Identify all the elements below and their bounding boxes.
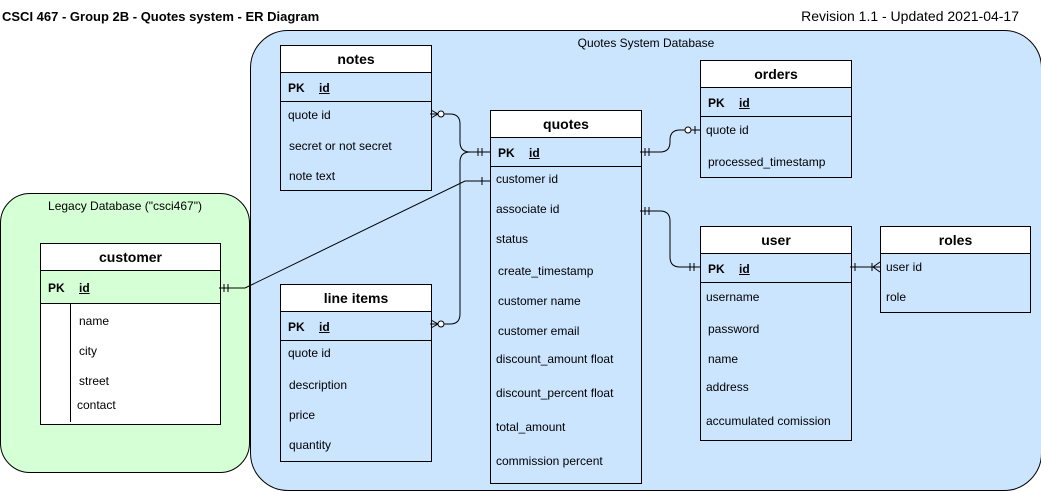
user-field: name — [708, 352, 739, 366]
quotes-field: commission percent — [496, 454, 603, 468]
customer-column-divider — [70, 304, 71, 422]
relation-quotes-orders — [640, 129, 700, 153]
user-field: accumulated comission — [706, 414, 831, 428]
entity-roles-title: roles — [881, 227, 1030, 254]
entity-customer-title: customer — [41, 244, 220, 271]
revision-label: Revision 1.1 - Updated 2021-04-17 — [801, 8, 1019, 24]
orders-field: processed_timestamp — [708, 155, 826, 169]
entity-line-items-pk-row: PK id — [281, 312, 431, 341]
entity-user-pk-row: PK id — [701, 254, 851, 283]
quotes-field: customer name — [498, 294, 581, 308]
legacy-database-label: Legacy Database ("csci467") — [48, 199, 202, 213]
pk-label: PK — [48, 281, 65, 295]
orders-pk-field: id — [739, 96, 750, 110]
pk-label: PK — [288, 320, 305, 334]
quotes-field: status — [496, 232, 529, 246]
roles-field: user id — [886, 260, 923, 274]
line-items-field: quantity — [289, 438, 332, 452]
entity-user[interactable]: user PK id username password name addres… — [700, 226, 852, 441]
line-items-field: price — [289, 408, 316, 422]
line-items-pk-field: id — [319, 320, 330, 334]
quotes-field: discount_amount float — [496, 352, 614, 366]
zero-marker-lineitems — [437, 320, 445, 328]
entity-quotes-pk-row: PK id — [491, 138, 641, 167]
entity-roles[interactable]: roles user id role — [880, 226, 1031, 313]
entity-orders-title: orders — [701, 61, 851, 88]
entity-notes-pk-row: PK id — [281, 73, 431, 102]
entity-user-title: user — [701, 227, 851, 254]
line-items-field: quote id — [288, 346, 331, 360]
zero-marker-notes — [437, 110, 445, 118]
entity-quotes[interactable]: quotes PK id customer id associate id st… — [490, 110, 642, 484]
one-marker-customer — [223, 284, 229, 292]
relation-customer-quotes — [219, 180, 490, 289]
customer-field: name — [79, 314, 110, 328]
user-pk-field: id — [739, 262, 750, 276]
quotes-field: associate id — [496, 202, 560, 216]
notes-field: quote id — [288, 108, 331, 122]
customer-field: city — [79, 344, 97, 358]
quotes-system-database-label: Quotes System Database — [577, 36, 715, 50]
pk-label: PK — [708, 262, 725, 276]
line-items-field: description — [289, 378, 348, 392]
pk-label: PK — [288, 81, 305, 95]
entity-orders-pk-row: PK id — [701, 88, 851, 117]
relation-lineitems-quotes — [430, 151, 471, 325]
relation-quotes-user — [640, 210, 700, 268]
pk-label: PK — [708, 96, 725, 110]
crowfoot-roles — [871, 261, 881, 273]
pk-label: PK — [498, 146, 515, 160]
relation-notes-quotes — [430, 113, 490, 153]
notes-pk-field: id — [319, 81, 330, 95]
quotes-field: customer id — [496, 172, 559, 186]
entity-notes-title: notes — [281, 46, 431, 73]
user-field: address — [706, 380, 749, 394]
one-marker-quotes-user — [644, 207, 650, 215]
entity-notes[interactable]: notes PK id quote id secret or not secre… — [280, 45, 432, 191]
entity-line-items[interactable]: line items PK id quote id description pr… — [280, 284, 432, 462]
user-field: password — [708, 322, 760, 336]
one-marker-quotes-pk — [477, 148, 483, 156]
orders-field: quote id — [706, 123, 749, 137]
entity-orders[interactable]: orders PK id quote id processed_timestam… — [700, 60, 852, 178]
entity-quotes-title: quotes — [491, 111, 641, 138]
quotes-pk-field: id — [529, 146, 540, 160]
customer-field: street — [79, 374, 110, 388]
zero-marker-orders — [684, 126, 692, 134]
one-marker-user — [689, 263, 695, 271]
customer-field: contact — [77, 398, 116, 412]
quotes-field: create_timestamp — [498, 264, 594, 278]
quotes-field: customer email — [498, 324, 580, 338]
user-field: username — [706, 290, 760, 304]
notes-field: note text — [289, 169, 336, 183]
quotes-field: total_amount — [496, 420, 566, 434]
notes-field: secret or not secret — [289, 139, 392, 153]
entity-line-items-title: line items — [281, 285, 431, 312]
customer-pk-field: id — [79, 281, 90, 295]
quotes-field: discount_percent float — [496, 386, 614, 400]
roles-field: role — [886, 290, 907, 304]
one-marker-quotes-orders — [644, 148, 650, 156]
entity-customer-pk-row: PK id — [41, 271, 220, 304]
diagram-title: CSCI 467 - Group 2B - Quotes system - ER… — [2, 9, 320, 24]
entity-customer[interactable]: customer PK id name city street contact — [40, 243, 221, 425]
